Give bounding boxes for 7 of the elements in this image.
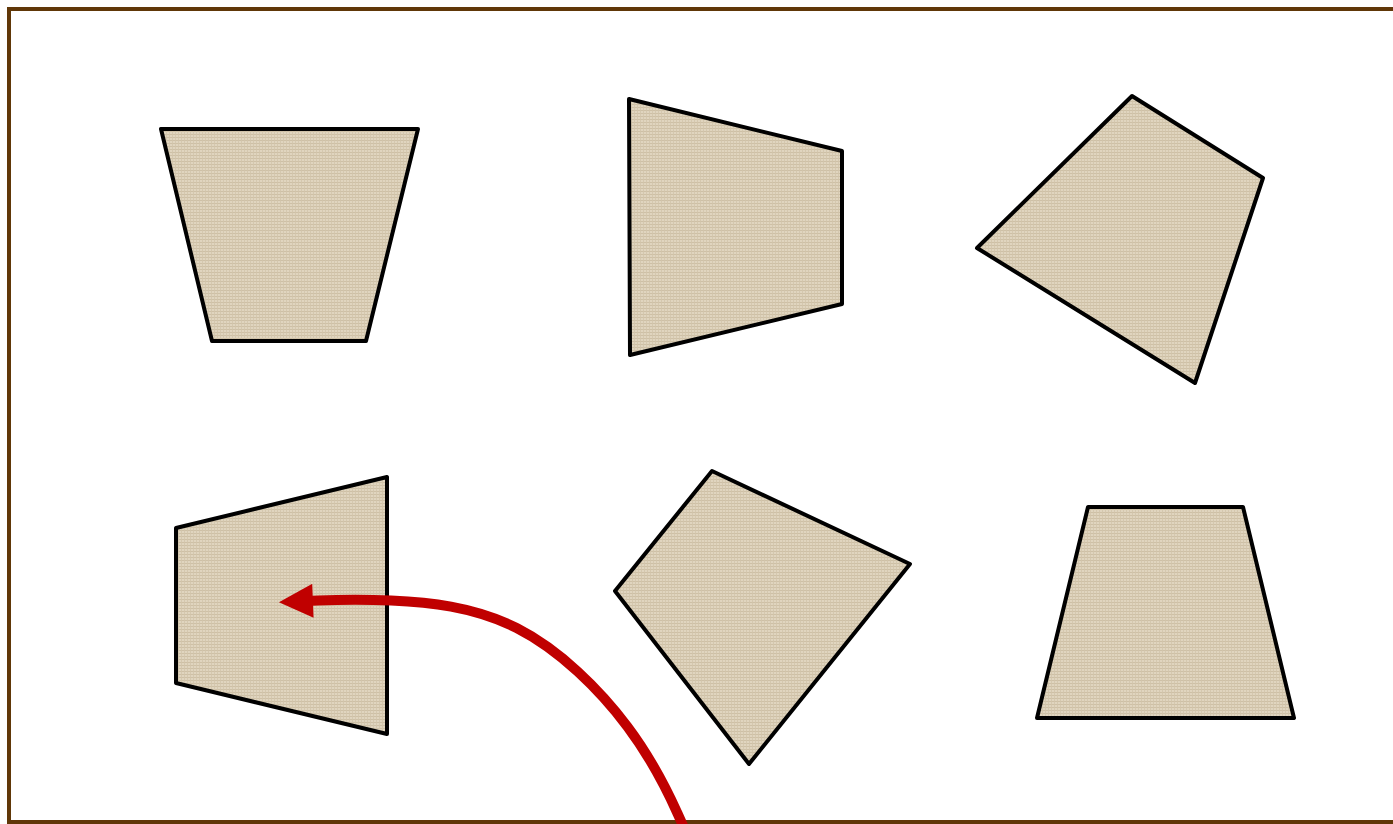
trapezoid-shape	[975, 94, 1265, 385]
trapezoid-shape	[627, 97, 844, 357]
trapezoid-shape	[1035, 505, 1296, 720]
trapezoid-shape	[159, 127, 420, 343]
trapezoid-shape	[613, 469, 912, 766]
trapezoid-shape	[174, 475, 389, 736]
curved-arrow	[278, 583, 690, 824]
